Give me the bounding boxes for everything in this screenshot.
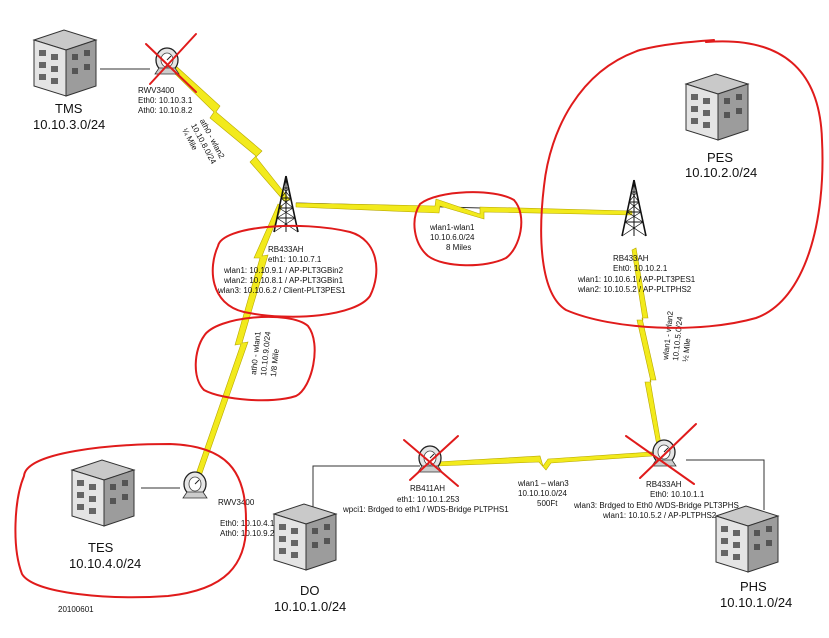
- rb-phs-line: wlan3: Brdged to Eth0 /WDS-Bridge PLT3PH…: [573, 501, 739, 510]
- site-do-subnet: 10.10.1.0/24: [274, 599, 346, 614]
- rb411-line: eth1: 10.10.1.253: [397, 495, 460, 504]
- annotation-circle-link-center-tes: [194, 315, 316, 402]
- rb-center-model: RB433AH: [268, 245, 304, 254]
- link-do-phs: [435, 451, 653, 471]
- link-center-pes: [295, 198, 633, 220]
- link-center-pes-line: 8 Miles: [446, 243, 471, 252]
- site-phs-name: PHS: [740, 579, 767, 594]
- rb411-model: RB411AH: [410, 484, 445, 493]
- link-label-pes-phs: wlan1 - wlan2 10.10.5.0/24 ½ Mile: [661, 310, 692, 362]
- annotation-cross-rb-phs: [639, 423, 697, 479]
- dish-icon-rwv-tes: [182, 471, 208, 499]
- site-pes-name: PES: [707, 150, 733, 165]
- rwv-tms-model: RWV3400: [138, 86, 175, 95]
- annotation-cross-rwv-tms: [145, 43, 197, 93]
- building-icon-tms: [33, 29, 97, 97]
- building-icon-do: [273, 503, 337, 571]
- rwv-tms-line: Eth0: 10.10.3.1: [138, 96, 193, 105]
- link-label-center-tes: ath0 - wlan1 10.10.9.0/24 1/8 Mile: [249, 330, 281, 377]
- annotations: [14, 33, 824, 599]
- link-do-phs-line: 500Ft: [537, 499, 558, 508]
- link-center-pes-line: 10.10.6.0/24: [430, 233, 475, 242]
- annotation-cross-rb411: [403, 439, 459, 487]
- annotation-circle-pes: [540, 39, 824, 329]
- annotation-cross-rwv-tms: [149, 33, 197, 85]
- diagram-date: 20100601: [58, 605, 94, 614]
- link-center-tes-line: 1/8 Mile: [269, 348, 281, 377]
- wireless-links: [170, 65, 663, 477]
- rwv-tes-line: Eth0: 10.10.4.1: [220, 519, 275, 528]
- rb-pes-line: wlan1: 10.10.6.1 / AP-PLT3PES1: [577, 275, 696, 284]
- site-tes-subnet: 10.10.4.0/24: [69, 556, 141, 571]
- site-phs-subnet: 10.10.1.0/24: [720, 595, 792, 610]
- rb411-line: wpci1: Brdged to eth1 / WDS-Bridge PLTPH…: [342, 505, 509, 514]
- rwv-tes-line: Ath0: 10.10.9.2: [220, 529, 275, 538]
- link-pes-phs-line: ½ Mile: [681, 337, 692, 362]
- site-tms-subnet: 10.10.3.0/24: [33, 117, 105, 132]
- site-do-name: DO: [300, 583, 320, 598]
- rb-center-line: wlan3: 10.10.6.2 / Client-PLT3PES1: [217, 286, 346, 295]
- rb-pes-line: Eht0: 10.10.2.1: [613, 264, 668, 273]
- rb-phs-model: RB433AH: [646, 480, 682, 489]
- annotation-cross-rb411: [409, 435, 459, 481]
- link-do-phs-line: wlan1 – wlan3: [517, 479, 569, 488]
- rwv-tms-line: Ath0: 10.10.8.2: [138, 106, 193, 115]
- rb-phs-line: wlan1: 10.10.5.2 / AP-PLTPHS2: [602, 511, 717, 520]
- site-tms-name: TMS: [55, 101, 83, 116]
- link-center-pes-line: wlan1-wlan1: [429, 223, 475, 232]
- rb-phs-line: Eth0: 10.10.1.1: [650, 490, 705, 499]
- rb-center-line: wlan1: 10.10.9.1 / AP-PLT3GBin2: [223, 266, 344, 275]
- rb-pes-line: wlan2: 10.10.5.2 / AP-PLTPHS2: [577, 285, 692, 294]
- building-icon-pes: [685, 73, 749, 141]
- link-do-phs-line: 10.10.10.0/24: [518, 489, 567, 498]
- rb-pes-model: RB433AH: [613, 254, 649, 263]
- building-icon-phs: [715, 505, 779, 573]
- site-pes-subnet: 10.10.2.0/24: [685, 165, 757, 180]
- rb-center-line: eth1: 10.10.7.1: [268, 255, 322, 264]
- annotation-circle-tes: [14, 442, 248, 599]
- annotation-circle-center-device: [211, 224, 378, 318]
- link-tms-center: [170, 65, 291, 202]
- dish-icon-rwv-tms: [154, 47, 180, 75]
- tower-icon-pes: [621, 179, 647, 237]
- rwv-tes-model: RWV3400: [218, 498, 255, 507]
- annotation-circle-link-center-pes: [413, 191, 523, 267]
- rb-center-line: wlan2: 10.10.8.1 / AP-PLT3GBin1: [223, 276, 344, 285]
- building-icon-tes: [71, 459, 135, 527]
- site-tes-name: TES: [88, 540, 114, 555]
